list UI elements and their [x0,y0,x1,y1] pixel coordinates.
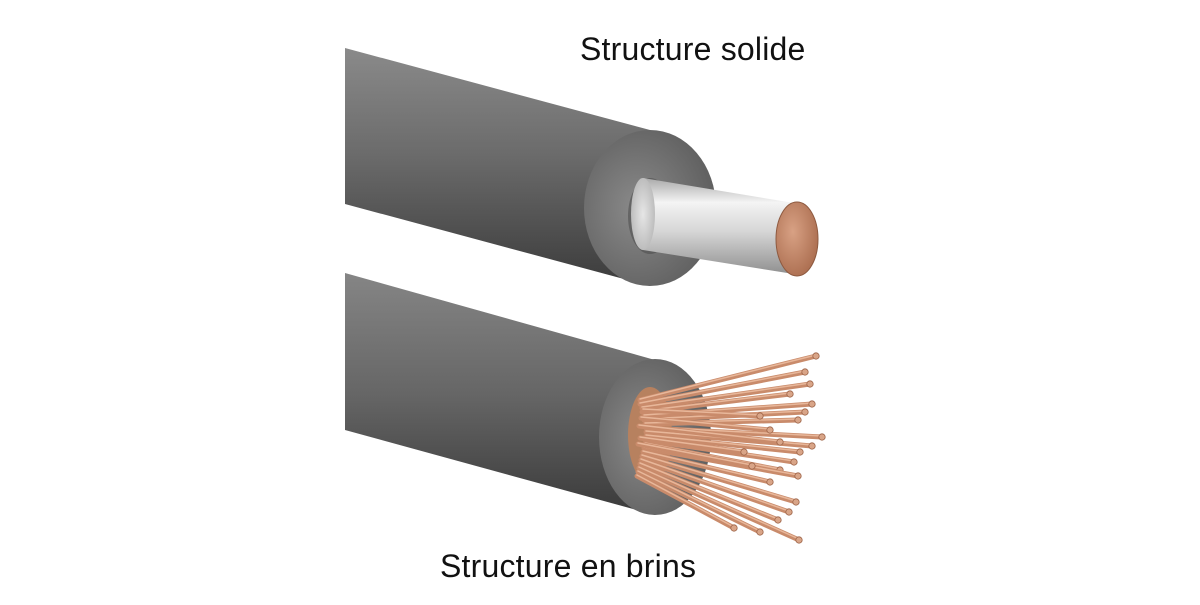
copper-strand-tip [766,426,774,434]
copper-strand-highlight [637,442,753,466]
solid-cable [345,48,819,286]
copper-strand-highlight [645,434,801,452]
copper-strand [634,473,737,531]
copper-strand-tip [794,472,802,480]
copper-strand-tip [756,412,764,420]
copper-strand [637,435,747,455]
copper-strand-highlight [639,436,745,452]
copper-strand [636,465,802,543]
copper-strand-tip [794,416,802,424]
copper-strand-tip [812,352,820,360]
copper-strand-tip [808,400,816,408]
copper-strand-tip [806,380,814,388]
copper-strand [643,433,803,455]
copper-strand-tip [786,390,794,398]
solid-conductor-copper-face [775,201,819,277]
copper-strand-tip [801,408,809,416]
copper-strand-highlight [639,354,817,400]
copper-strand-highlight [641,382,811,408]
copper-strand-highlight [638,466,800,540]
stranded-structure-label: Structure en brins [440,548,697,584]
copper-strand-tip [792,498,800,506]
copper-strand-tip [795,536,803,544]
copper-strand-tip [774,516,782,524]
copper-strand [640,407,763,419]
copper-strand [637,369,808,407]
copper-strand-highlight [637,470,761,532]
copper-strand-highlight [639,462,779,520]
copper-strand-tip [796,448,804,456]
copper-strand-highlight [636,474,735,528]
copper-strand-tip [808,442,816,450]
copper-strand [635,441,755,469]
copper-strand-tip [756,528,764,536]
solid-cable-jacket [345,48,650,286]
copper-strand-tip [740,448,748,456]
copper-strand-highlight [641,454,797,502]
copper-strand-tip [785,508,793,516]
copper-strand-highlight [639,370,806,404]
copper-strand [640,449,773,485]
copper-strand-tip [790,458,798,466]
copper-strand-tip [801,368,809,376]
copper-strand [642,417,801,427]
copper-strand [638,415,773,433]
copper-strand-tip [766,478,774,486]
copper-strand [643,429,815,449]
copper-strand-highlight [642,408,761,416]
copper-strand-highlight [641,392,791,412]
solid-conductor-base [631,178,655,250]
copper-strand [639,381,813,411]
copper-strand [639,453,799,505]
copper-strand [641,401,815,419]
solid-conductor [643,178,800,275]
copper-strand [637,353,819,403]
copper-strand [637,461,781,523]
copper-strand [638,457,792,515]
copper-strand-tip [730,524,738,532]
copper-strand [636,423,783,445]
solid-structure-label: Structure solide [580,31,806,67]
copper-strands [634,352,826,544]
copper-strand-tip [818,433,826,441]
copper-strand [635,469,763,535]
copper-strand-tip [748,462,756,470]
stranded-cable [345,273,826,544]
copper-strand-highlight [640,458,790,512]
copper-strand-highlight [640,416,771,430]
stranded-cable-jacket [345,273,655,515]
copper-strand-highlight [642,450,771,482]
copper-strand-highlight [638,424,781,442]
copper-strand-tip [776,438,784,446]
